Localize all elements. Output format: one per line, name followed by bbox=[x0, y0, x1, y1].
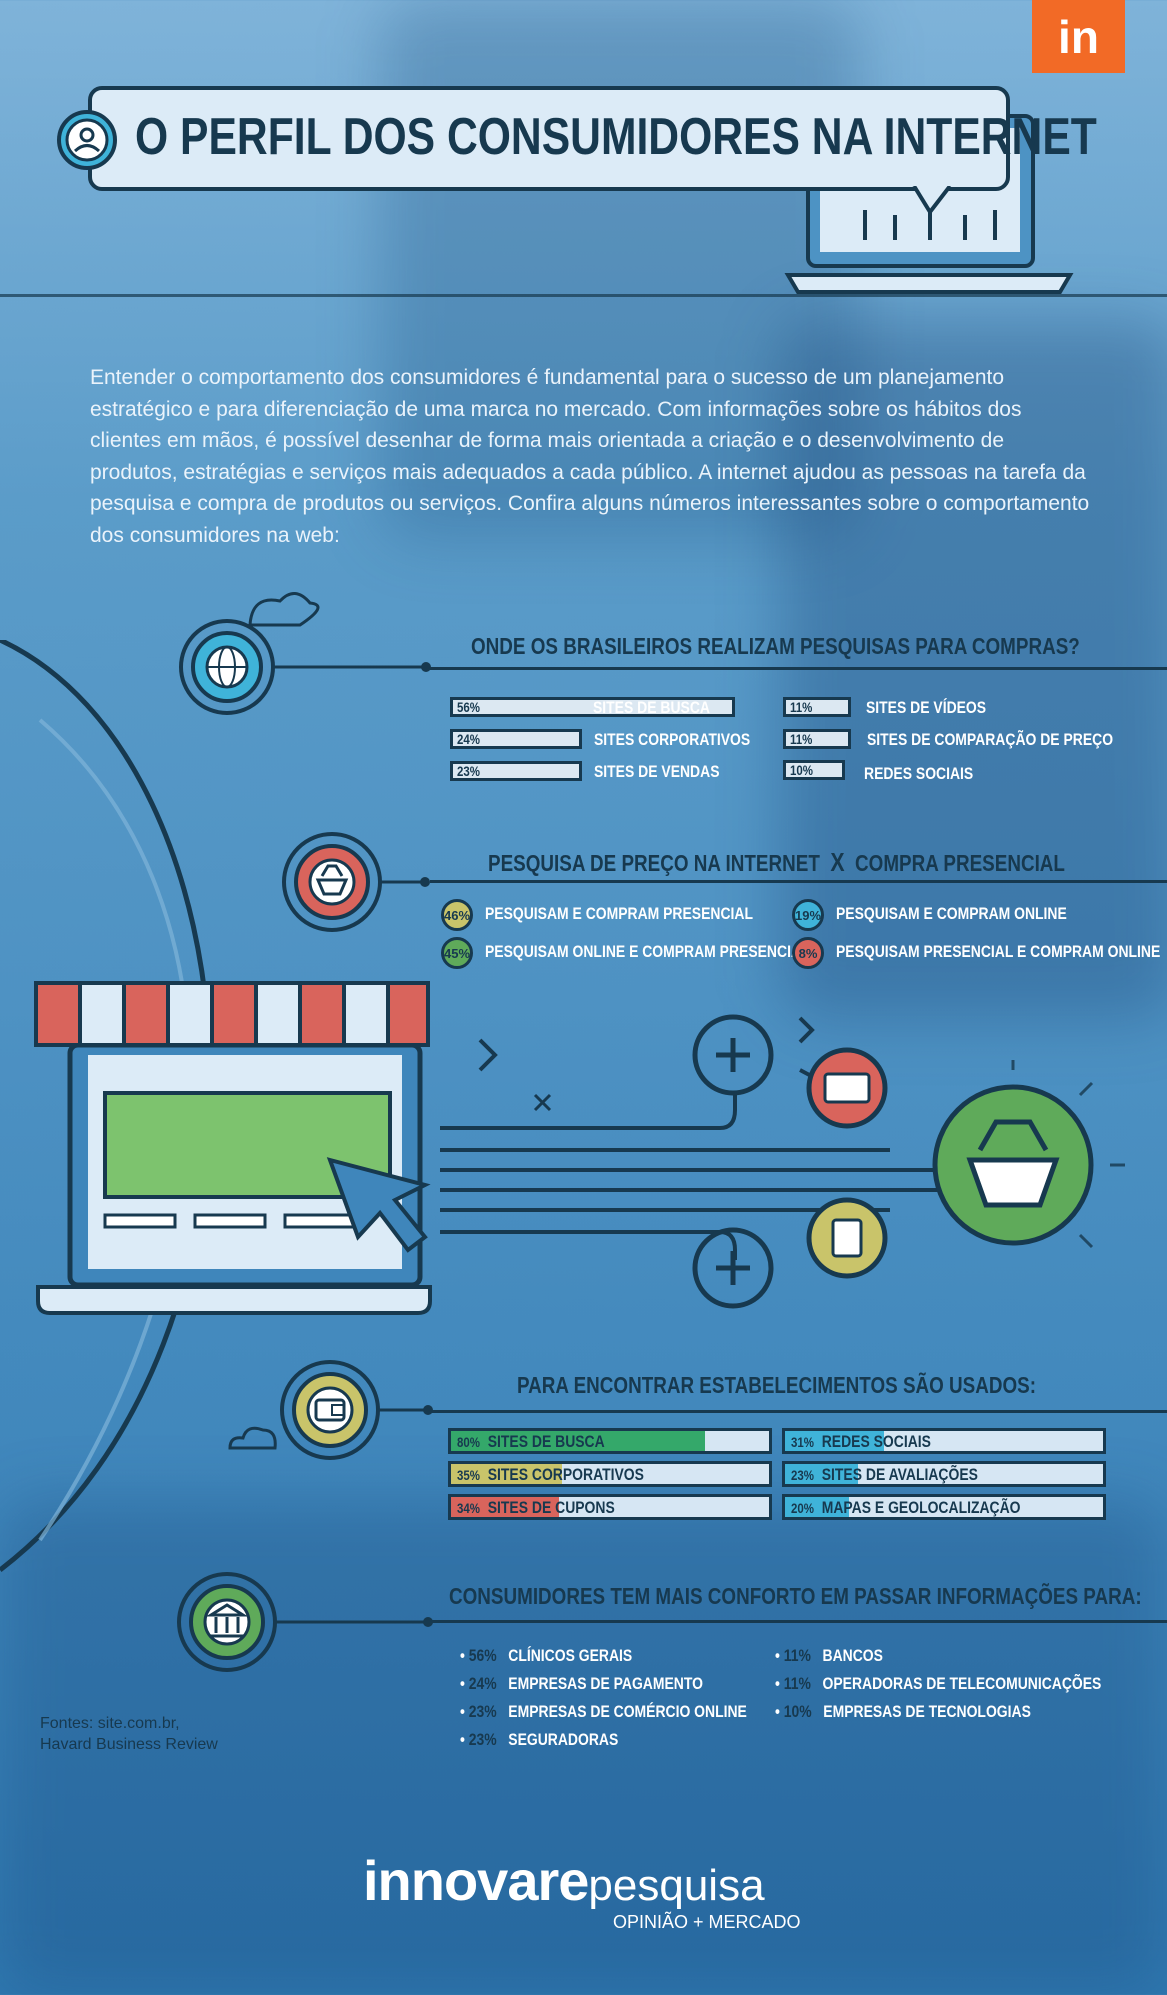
stat-bar: 11% bbox=[783, 729, 851, 749]
speech-tail-icon bbox=[912, 186, 952, 216]
stat-bar-fill bbox=[451, 1431, 706, 1451]
stat-label: SITES DE VÍDEOS bbox=[866, 698, 987, 717]
flow-illustration bbox=[440, 1014, 1125, 1309]
stat-label: PESQUISAM PRESENCIAL E COMPRAM ONLINE bbox=[836, 942, 1161, 961]
user-icon bbox=[57, 110, 117, 170]
stat-bar: 23% bbox=[450, 761, 582, 781]
pct-badge: 46% bbox=[441, 899, 473, 931]
wallet-icon bbox=[280, 1360, 433, 1460]
store-laptop-illustration bbox=[34, 981, 432, 1315]
stat-bar-label: 35% SITES CORPORATIVOS bbox=[457, 1465, 644, 1484]
stat-label: PESQUISAM ONLINE E COMPRAM PRESENCIAL bbox=[485, 942, 810, 961]
stat-label: PESQUISAM E COMPRAM PRESENCIAL bbox=[485, 904, 753, 923]
stat-bar: 31% REDES SOCIAIS bbox=[782, 1428, 1106, 1454]
list-item: • 24% EMPRESAS DE PAGAMENTO bbox=[460, 1674, 703, 1693]
stat-bar-fill bbox=[451, 1464, 563, 1484]
page-title: O PERFIL DOS CONSUMIDORES NA INTERNET bbox=[135, 108, 1097, 166]
stat-bar: 10% bbox=[783, 760, 845, 780]
list-item: • 56% CLÍNICOS GERAIS bbox=[460, 1646, 633, 1665]
stat-bar-label: 20% MAPAS E GEOLOCALIZAÇÃO bbox=[791, 1498, 1021, 1517]
stat-bar-fill bbox=[785, 1497, 849, 1517]
stat-label: PESQUISAM E COMPRAM ONLINE bbox=[836, 904, 1067, 923]
pct-badge: 8% bbox=[792, 937, 824, 969]
background-shape bbox=[0, 1500, 1167, 1995]
cloud-icon bbox=[228, 1426, 277, 1450]
list-item: • 11% BANCOS bbox=[775, 1646, 883, 1665]
basket-icon bbox=[282, 832, 430, 932]
title-banner bbox=[88, 86, 1010, 191]
section1-title: ONDE OS BRASILEIROS REALIZAM PESQUISAS P… bbox=[471, 633, 1080, 659]
stat-label: SITES DE BUSCA bbox=[593, 698, 710, 717]
stat-bar-label: 80% SITES DE BUSCA bbox=[457, 1432, 605, 1451]
stat-label: SITES DE COMPARAÇÃO DE PREÇO bbox=[867, 730, 1114, 749]
pct-badge: 19% bbox=[792, 899, 824, 931]
section-divider bbox=[430, 880, 1167, 883]
pct-badge: 45% bbox=[441, 937, 473, 969]
intro-paragraph: Entender o comportamento dos consumidore… bbox=[90, 366, 1090, 547]
list-item: • 11% OPERADORAS DE TELECOMUNICAÇÕES bbox=[775, 1674, 1102, 1693]
brand-logo[interactable]: in bbox=[1032, 0, 1125, 73]
brand-footer: innovarepesquisa OPINIÃO + MERCADO bbox=[363, 1848, 801, 1932]
brand-name: innovare bbox=[363, 1849, 589, 1912]
brand-tagline: OPINIÃO + MERCADO bbox=[613, 1912, 801, 1932]
section-divider bbox=[430, 1410, 1167, 1413]
list-item: • 10% EMPRESAS DE TECNOLOGIAS bbox=[775, 1702, 1031, 1721]
section-divider bbox=[430, 667, 1167, 670]
divider bbox=[0, 294, 1167, 297]
stat-bar: 11% bbox=[783, 697, 851, 717]
globe-icon bbox=[179, 592, 431, 715]
stat-label: SITES CORPORATIVOS bbox=[594, 730, 751, 749]
stat-bar-fill bbox=[785, 1464, 859, 1484]
stat-bar: 34% SITES DE CUPONS bbox=[448, 1494, 772, 1520]
stat-bar: 20% MAPAS E GEOLOCALIZAÇÃO bbox=[782, 1494, 1106, 1520]
stat-bar: 56% bbox=[450, 697, 735, 717]
stat-bar-label: 23% SITES DE AVALIAÇÕES bbox=[791, 1465, 978, 1484]
stat-bar: 24% bbox=[450, 729, 582, 749]
section4-title: CONSUMIDORES TEM MAIS CONFORTO EM PASSAR… bbox=[449, 1583, 1142, 1609]
brand-name-suffix: pesquisa bbox=[588, 1861, 765, 1910]
stat-bar-label: 34% SITES DE CUPONS bbox=[457, 1498, 615, 1517]
source-line: Fontes: site.com.br, bbox=[40, 1715, 180, 1732]
stat-label: REDES SOCIAIS bbox=[864, 764, 974, 783]
stat-label: SITES DE VENDAS bbox=[594, 762, 720, 781]
background-shape bbox=[780, 320, 1167, 1020]
list-item: • 23% EMPRESAS DE COMÉRCIO ONLINE bbox=[460, 1702, 747, 1721]
stat-bar: 80% SITES DE BUSCA bbox=[448, 1428, 772, 1454]
stat-bar-fill bbox=[785, 1431, 884, 1451]
section3-title: PARA ENCONTRAR ESTABELECIMENTOS SÃO USAD… bbox=[517, 1372, 1037, 1398]
stat-bar: 35% SITES CORPORATIVOS bbox=[448, 1461, 772, 1487]
stat-bar-fill bbox=[451, 1497, 560, 1517]
section-divider bbox=[430, 1620, 1167, 1623]
sources: Fontes: site.com.br, Havard Business Rev… bbox=[40, 1713, 218, 1755]
stat-bar-label: 31% REDES SOCIAIS bbox=[791, 1432, 931, 1451]
list-item: • 23% SEGURADORAS bbox=[460, 1730, 619, 1749]
stat-bar: 23% SITES DE AVALIAÇÕES bbox=[782, 1461, 1106, 1487]
source-line: Havard Business Review bbox=[40, 1736, 218, 1753]
bank-icon bbox=[177, 1572, 433, 1672]
section2-title: PESQUISA DE PREÇO NA INTERNET X COMPRA P… bbox=[488, 847, 1065, 877]
